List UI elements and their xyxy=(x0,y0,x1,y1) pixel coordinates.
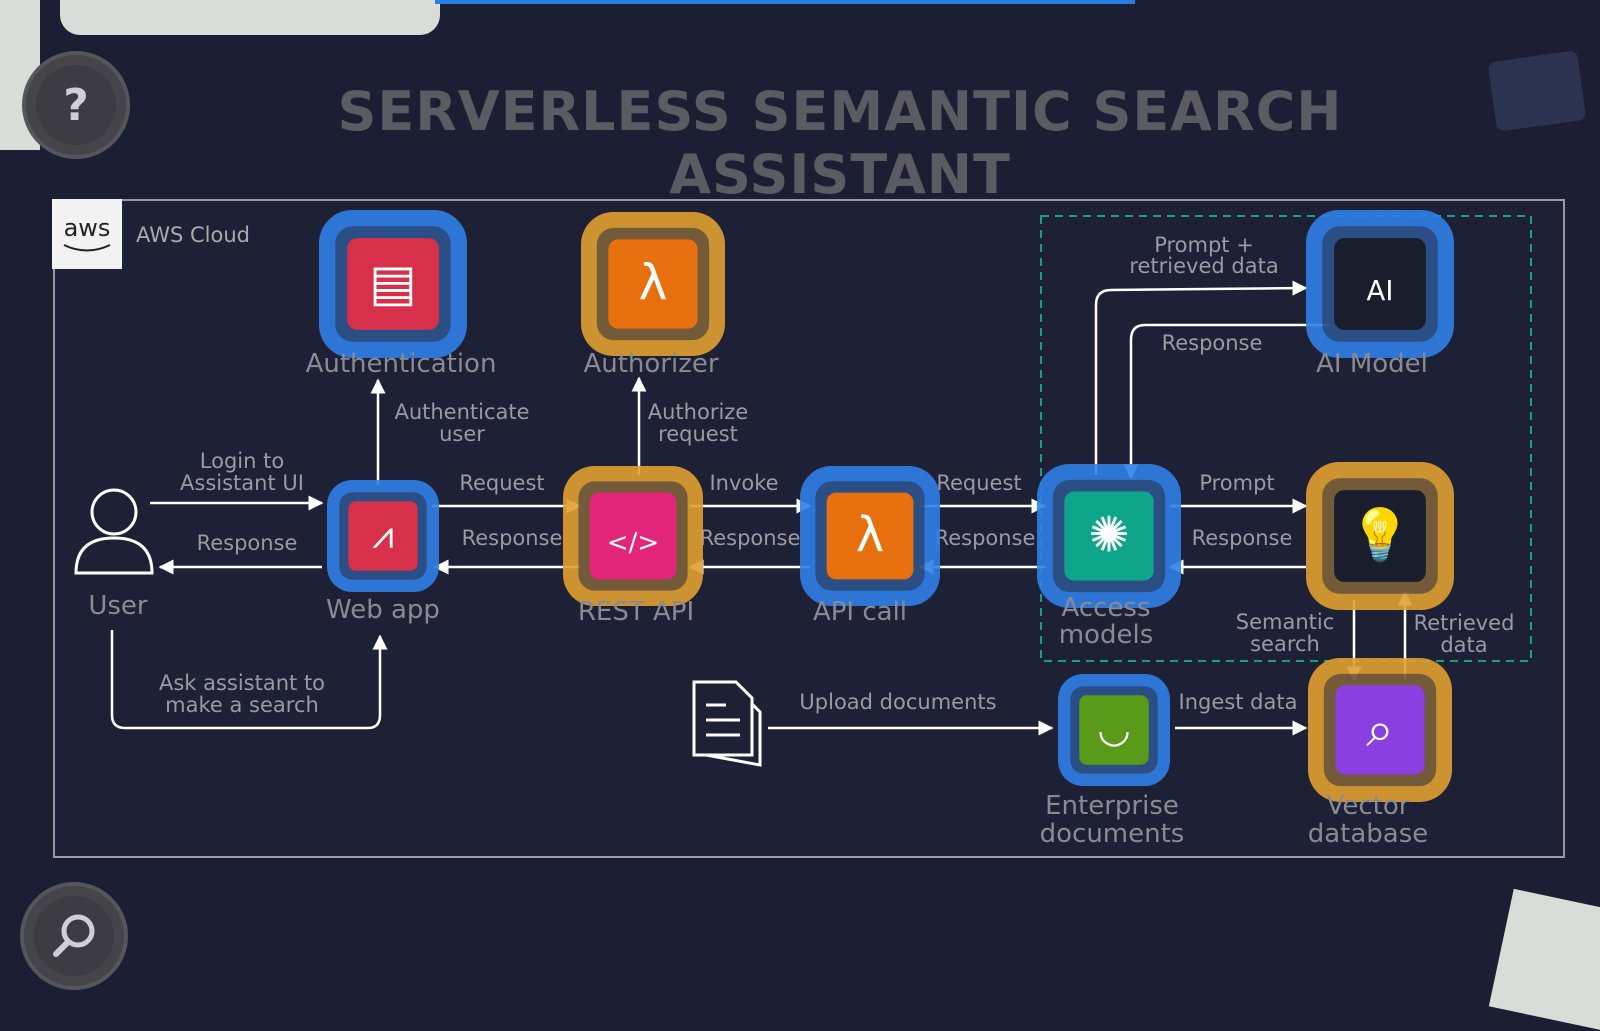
node-tile xyxy=(826,492,914,580)
node-tile xyxy=(608,239,698,329)
node-tile xyxy=(1079,695,1149,765)
arrow-ai-response xyxy=(1123,323,1330,480)
search-index-icon: ⌕ xyxy=(1366,700,1394,758)
label-ingest: Ingest data xyxy=(1179,690,1298,714)
api-gateway-icon: </> xyxy=(607,528,659,558)
arrow-prompt-retrieved xyxy=(1094,280,1308,475)
node-label-authorizer: Authorizer xyxy=(583,349,718,379)
label-semantic-search-2: search xyxy=(1250,632,1320,656)
label-ask-2: make a search xyxy=(165,693,319,717)
node-tile xyxy=(347,238,439,330)
label-retrieved-data-2: data xyxy=(1440,633,1487,657)
node-rest-api[interactable]: </> xyxy=(563,466,703,606)
label-response4: Response xyxy=(1192,526,1293,550)
node-label-vector-db-1: Vector xyxy=(1327,791,1410,821)
label-response1: Response xyxy=(462,526,563,550)
lambda-icon: λ xyxy=(638,254,667,312)
node-tile xyxy=(589,492,677,580)
user-icon xyxy=(74,488,154,575)
amplify-icon: ⩘ xyxy=(372,514,394,558)
node-tile xyxy=(1064,491,1154,581)
node-label-access-models-1: Access xyxy=(1061,593,1150,623)
aws-cloud-label: AWS Cloud xyxy=(136,223,250,247)
help-button[interactable]: ? xyxy=(22,51,130,159)
label-user-response: Response xyxy=(197,531,298,555)
page-title: Serverless Semantic Search Assistant xyxy=(337,80,1343,206)
aws-logo-text: aws xyxy=(64,214,111,242)
node-label-vector-db-2: database xyxy=(1308,819,1429,849)
label-prompt-retrieved-1: Prompt + xyxy=(1154,233,1254,257)
label-prompt-retrieved-2: retrieved data xyxy=(1129,254,1278,278)
node-authentication[interactable]: ▤ xyxy=(319,210,467,358)
label-response3: Response xyxy=(935,526,1036,550)
id-card-icon: ▤ xyxy=(369,253,417,312)
node-label-api-call: API call xyxy=(813,597,907,627)
label-prompt: Prompt xyxy=(1199,471,1274,495)
node-enterprise-documents[interactable]: ◡ xyxy=(1058,674,1170,786)
node-label-enterprise-docs-2: documents xyxy=(1040,819,1185,849)
brain-icon: ✺ xyxy=(1088,506,1129,564)
node-access-models[interactable]: ✺ xyxy=(1037,464,1181,608)
label-request2: Request xyxy=(936,471,1021,495)
lambda-icon: λ xyxy=(856,508,884,563)
search-button[interactable] xyxy=(20,882,128,990)
label-retrieved-data-1: Retrieved xyxy=(1414,611,1515,635)
arrow-ask xyxy=(110,630,388,730)
node-web-app[interactable]: ⩘ xyxy=(327,480,439,592)
magnifier-icon xyxy=(53,914,95,957)
label-invoke: Invoke xyxy=(709,471,778,495)
node-ai-model[interactable]: AI xyxy=(1306,210,1454,358)
document-icon xyxy=(692,680,762,767)
aws-smile-icon xyxy=(63,244,111,252)
node-vector-database[interactable]: ⌕ xyxy=(1308,658,1452,802)
node-label-authentication: Authentication xyxy=(306,349,497,379)
label-authorize-1: Authorize xyxy=(648,400,748,424)
ai-chip-icon: AI xyxy=(1367,275,1394,307)
node-label-user: User xyxy=(88,591,148,621)
label-authenticate-1: Authenticate xyxy=(394,400,529,424)
bedrock-group-boundary xyxy=(1040,215,1532,662)
node-label-access-models-2: models xyxy=(1059,620,1154,650)
label-login-2: Assistant UI xyxy=(180,471,304,495)
node-authorizer[interactable]: λ xyxy=(581,212,725,356)
node-label-ai-model: AI Model xyxy=(1316,349,1428,379)
label-semantic-search-1: Semantic xyxy=(1236,610,1335,634)
help-icon: ? xyxy=(63,79,89,131)
node-tile xyxy=(1335,685,1425,775)
decor-blue-bar xyxy=(435,0,1135,4)
node-tile xyxy=(348,501,418,571)
label-upload: Upload documents xyxy=(799,690,996,714)
node-label-web-app: Web app xyxy=(326,595,440,625)
node-tile xyxy=(1334,490,1426,582)
architecture-diagram: aws AWS Cloud Login to Assistant UI Resp… xyxy=(52,199,1565,858)
label-ask-1: Ask assistant to xyxy=(159,671,325,695)
label-ai-response: Response xyxy=(1162,331,1263,355)
lightbulb-book-icon: 💡 xyxy=(1349,505,1412,564)
node-knowledge-base[interactable]: 💡 xyxy=(1306,462,1454,610)
node-label-rest-api: REST API xyxy=(578,597,694,627)
node-tile xyxy=(1334,238,1426,330)
decor-paper-top xyxy=(60,0,440,35)
node-api-call[interactable]: λ xyxy=(800,466,940,606)
label-login-1: Login to xyxy=(200,449,284,473)
label-authorize-2: request xyxy=(658,422,738,446)
label-response2: Response xyxy=(700,526,801,550)
node-label-enterprise-docs-1: Enterprise xyxy=(1045,791,1179,821)
label-authenticate-2: user xyxy=(439,422,485,446)
s3-bucket-icon: ◡ xyxy=(1097,708,1130,752)
aws-logo xyxy=(52,199,122,269)
label-request1: Request xyxy=(459,471,544,495)
